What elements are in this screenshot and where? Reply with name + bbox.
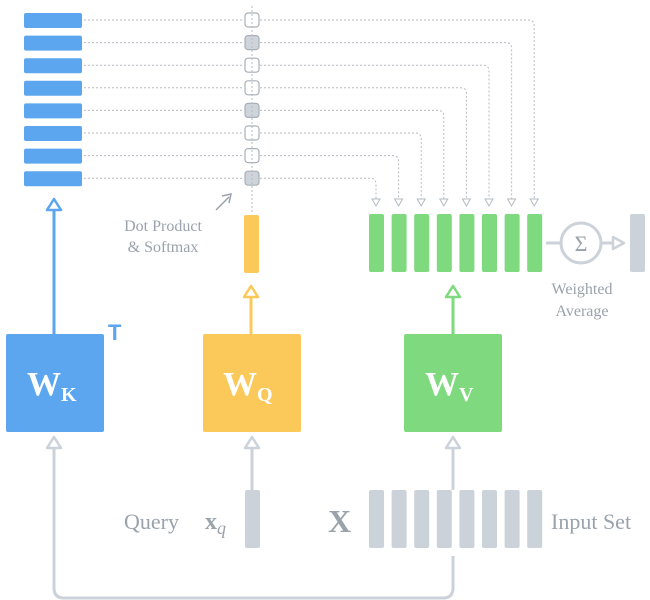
value-vector-5 <box>459 214 475 272</box>
key-vector-8 <box>24 171 82 187</box>
weight-arrowhead-6 <box>416 198 427 208</box>
key-vectors <box>24 13 82 187</box>
key-vector-7 <box>24 148 82 164</box>
value-vector-3 <box>414 214 430 272</box>
dot-product-arrow <box>215 193 232 211</box>
input-vector-7 <box>504 490 520 548</box>
weight-arrowhead-4 <box>461 198 472 208</box>
value-vectors <box>369 214 543 272</box>
query-label: Query <box>124 509 179 534</box>
weighted-label-line1: Weighted <box>552 281 613 298</box>
attention-weight-6 <box>244 125 260 141</box>
query-matrix-box <box>203 334 301 432</box>
input-vector-6 <box>482 490 497 548</box>
output-vector <box>630 214 645 272</box>
weight-to-value-line-2 <box>260 42 513 203</box>
value-vector-7 <box>504 214 520 272</box>
query-input-vector <box>245 490 260 548</box>
weight-to-value-line-8 <box>260 177 377 203</box>
key-vector-6 <box>24 126 82 141</box>
weight-arrowhead-8 <box>371 198 381 208</box>
sum-output-arrow <box>601 235 626 251</box>
key-matrix-box <box>6 334 104 432</box>
weight-arrowhead-3 <box>484 198 494 208</box>
query-symbol: xq <box>205 509 226 538</box>
input-vector-1 <box>369 490 384 548</box>
weight-to-value-line-5 <box>260 109 445 203</box>
value-vector-6 <box>482 214 497 272</box>
input-vector-4 <box>436 490 452 548</box>
input-vector-3 <box>414 490 430 548</box>
key-vector-4 <box>24 80 82 96</box>
weight-to-value-line-3 <box>260 64 490 203</box>
weight-arrowhead-7 <box>393 198 404 208</box>
weight-arrowhead-5 <box>438 198 449 208</box>
value-matrix-label: WV <box>425 366 474 406</box>
attention-weights <box>244 12 260 186</box>
query-input-arrow <box>243 435 261 490</box>
key-vector-5 <box>24 103 82 119</box>
value-up-arrow <box>444 284 462 334</box>
input-vector-8 <box>527 490 543 548</box>
weight-arrowhead-1 <box>529 198 540 208</box>
query-up-arrow <box>242 284 260 334</box>
input-vector-2 <box>391 490 407 548</box>
input-set-label: Input Set <box>551 509 631 534</box>
weight-to-value-line-1 <box>260 19 535 203</box>
dotted-connectors <box>84 6 540 212</box>
input-symbol: X <box>328 503 351 539</box>
transpose-mark: T <box>108 320 122 345</box>
value-vector-1 <box>369 214 384 272</box>
key-vector-3 <box>24 58 82 74</box>
key-input-path <box>45 435 455 600</box>
query-vector <box>244 215 259 273</box>
weighted-label-line2: Average <box>556 303 609 320</box>
input-vector-5 <box>459 490 475 548</box>
key-vector-2 <box>24 35 82 51</box>
dot-product-label-line1: Dot Product <box>124 218 202 235</box>
value-vector-8 <box>527 214 543 272</box>
value-vector-2 <box>391 214 407 272</box>
key-up-arrow <box>45 197 63 334</box>
key-vector-1 <box>24 13 82 28</box>
dot-product-label-line2: & Softmax <box>128 239 199 256</box>
weight-to-value-line-7 <box>260 155 400 203</box>
query-matrix-label: WQ <box>223 366 273 406</box>
sum-symbol: Σ <box>575 231 588 256</box>
weight-to-value-line-4 <box>260 87 467 203</box>
weight-arrowhead-2 <box>506 198 517 208</box>
key-matrix-label: WK <box>27 366 77 406</box>
value-matrix-box <box>404 334 502 432</box>
weight-to-value-line-6 <box>260 132 422 203</box>
value-vector-4 <box>436 214 452 272</box>
input-set-vectors <box>369 490 543 548</box>
value-input-arrow <box>444 435 462 490</box>
